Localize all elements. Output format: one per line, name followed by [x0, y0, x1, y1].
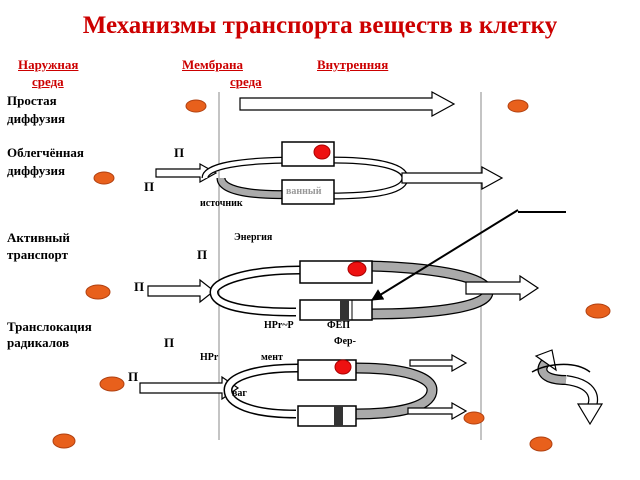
outer-to-inner-arrow-icon: [465, 274, 540, 302]
small-arrow-icon: [407, 401, 468, 421]
membrane-particle-icon: [463, 411, 485, 425]
enzyme-label-part1: Фер-: [334, 336, 356, 347]
active-p2-label: П: [134, 279, 145, 294]
inner-medium-label-line1: Внутренняя: [317, 57, 389, 72]
simple-diffusion-label-line2: диффузия: [7, 111, 65, 126]
energy-label: Энергия: [234, 232, 273, 243]
product-cycle-lower-head-icon: [576, 403, 604, 426]
page-title: Механизмы транспорта веществ в клетку: [82, 12, 558, 39]
carrier-box-text: ванный: [286, 186, 322, 197]
active-p1-label: П: [197, 247, 208, 262]
hpr-p-label: НPr~P: [264, 320, 294, 331]
outer-particle-icon: [85, 284, 111, 300]
translocation-p2-label: П: [128, 369, 139, 384]
carrier-box-bottom: [299, 299, 373, 321]
energy-arrow-icon: [370, 209, 519, 301]
inner-particle-icon: [529, 436, 553, 452]
carrier-red-dot-icon: [347, 261, 367, 277]
fep-label: ФЕП: [327, 320, 351, 331]
input-arrow-icon: [139, 375, 240, 401]
carrier-red-dot-icon: [334, 359, 352, 375]
outer-medium-label-line1: Наружная: [18, 57, 79, 72]
inner-particle-icon: [585, 303, 611, 319]
carrier-box-bottom: [297, 405, 357, 427]
translocation-label-line2: радикалов: [7, 335, 70, 350]
enzyme-label-part2: мент: [261, 352, 283, 363]
membrane-label: Мембрана: [182, 57, 243, 72]
facilitated-p1-label: П: [174, 145, 185, 160]
carrier-marker-bar: [340, 300, 349, 320]
source-label: источник: [200, 198, 243, 209]
hpr-label: НPr: [200, 352, 219, 363]
facilitated-diffusion-label-line2: диффузия: [7, 163, 65, 178]
outer-medium-label-line2: среда: [32, 74, 64, 89]
small-arrow-icon: [409, 353, 468, 373]
active-transport-label-line1: Активный: [7, 230, 70, 245]
product-return-arrow-icon: [531, 363, 591, 373]
inner-medium-label-line2: среда: [230, 74, 262, 89]
facilitated-p2-label: П: [144, 179, 155, 194]
active-transport-label-line2: транспорт: [7, 247, 68, 262]
facilitated-diffusion-label-line1: Облегчённая: [7, 145, 84, 160]
translocation-label-line1: Транслокация: [7, 319, 92, 334]
inner-particle-icon: [507, 99, 529, 113]
carrier-red-dot-icon: [313, 144, 331, 160]
simple-diffusion-label-line1: Простая: [7, 93, 57, 108]
outer-particle-icon: [99, 376, 125, 392]
outer-particle-icon: [52, 433, 76, 449]
input-arrow-icon: [147, 278, 215, 304]
outer-particle-icon: [93, 171, 115, 185]
outer-particle-icon: [185, 99, 207, 113]
translocation-p1-label: П: [164, 335, 175, 350]
carrier-marker-bar: [334, 406, 343, 426]
output-arrow-icon: [401, 165, 504, 191]
carrier-box-bottom: [281, 179, 335, 205]
simple-diffusion-arrow-icon: [239, 90, 456, 118]
translocation-vag-label: ваг: [232, 388, 247, 399]
